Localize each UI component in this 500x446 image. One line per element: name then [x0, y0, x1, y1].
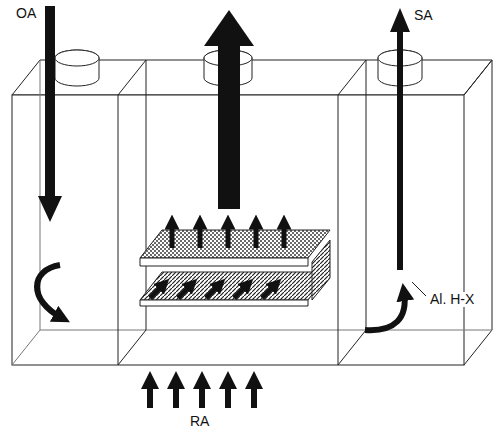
- part-label: Al. H-X: [428, 292, 476, 307]
- flow-arrows: [150, 222, 284, 298]
- heat-exchanger: [140, 230, 330, 306]
- housing: [12, 60, 492, 365]
- turn-arrows: [37, 265, 405, 330]
- supply-air-arrow: [390, 8, 410, 270]
- exhaust-arrow: [204, 10, 254, 209]
- return-air-arrows: [150, 380, 254, 408]
- leader-line: [412, 282, 426, 296]
- air-label: OA: [14, 6, 38, 21]
- air-label: RA: [188, 414, 211, 429]
- air-label: SA: [412, 8, 435, 23]
- outdoor-air-arrow: [38, 6, 62, 222]
